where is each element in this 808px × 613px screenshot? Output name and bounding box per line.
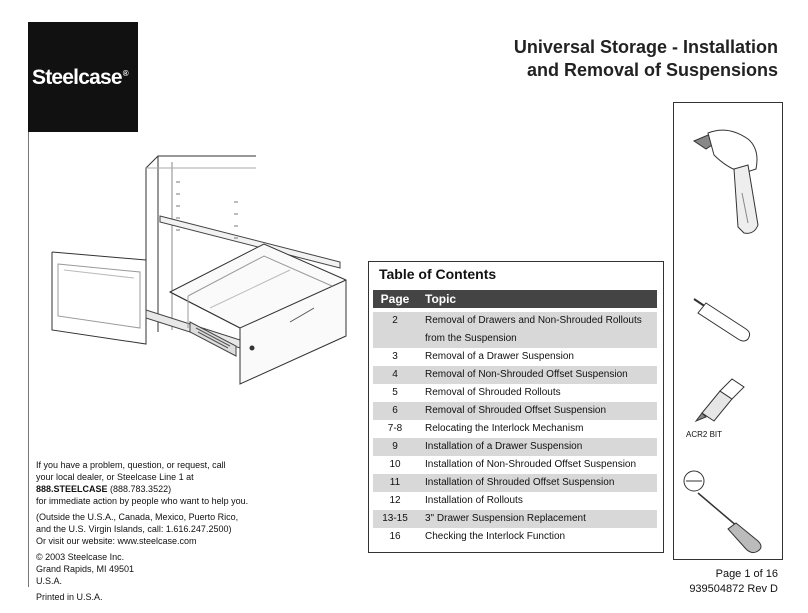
toc-topic: Removal of Shrouded Rollouts: [425, 387, 561, 398]
toc-topic: Installation of Non-Shrouded Offset Susp…: [425, 459, 637, 470]
toc-row: 13-15 3" Drawer Suspension Replacement: [373, 510, 657, 528]
toc-page: 6: [392, 405, 398, 416]
acr2-bit-icon: [694, 378, 745, 423]
toc-topic: Installation of Rollouts: [425, 495, 523, 506]
toc-topic: Removal of Non-Shrouded Offset Suspensio…: [425, 369, 628, 380]
contact-phone-line: 888.STEELCASE (888.783.3522): [36, 483, 276, 495]
phone-name: 888.STEELCASE: [36, 484, 108, 494]
toc-row: 2 Removal of Drawers and Non-Shrouded Rol…: [373, 312, 657, 348]
toc-page: 7-8: [387, 423, 403, 434]
toc-topic: Installation of a Drawer Suspension: [425, 441, 583, 452]
acr2-bit-label: ACR2 BIT: [686, 430, 723, 439]
required-tools-panel: ACR2 BIT: [673, 102, 783, 560]
toc-topic: 3" Drawer Suspension Replacement: [425, 513, 586, 524]
toc-row: 16 Checking the Interlock Function: [373, 528, 657, 546]
toc-page: 4: [392, 369, 398, 380]
page-number: Page 1 of 16: [715, 568, 778, 580]
toc-topic: Installation of Shrouded Offset Suspensi…: [425, 477, 615, 488]
screwdriver-icon: [683, 470, 762, 554]
power-drill-icon: [692, 129, 759, 234]
bit-holder-icon: [693, 298, 751, 342]
printed-in: Printed in U.S.A.: [36, 592, 103, 602]
toc-page: 12: [389, 495, 401, 506]
toc-header-topic: Topic: [425, 292, 457, 306]
title-line-2: and Removal of Suspensions: [526, 60, 778, 80]
toc-page: 11: [389, 477, 401, 488]
toc-row: 5 Removal of Shrouded Rollouts: [373, 384, 657, 402]
phone-number: (888.783.3522): [107, 484, 172, 494]
website-line: Or visit our website: www.steelcase.com: [36, 536, 197, 546]
contact-line: for immediate action by people who want …: [36, 496, 249, 506]
logo-text: Steelcase®: [32, 66, 129, 89]
toc-row: 10 Installation of Non-Shrouded Offset Su…: [373, 456, 657, 474]
toc-header-page: Page: [380, 292, 410, 306]
toc-row: 9 Installation of a Drawer Suspension: [373, 438, 657, 456]
toc-topic: Removal of Drawers and Non-Shrouded Roll…: [425, 315, 642, 344]
toc-row: 11 Installation of Shrouded Offset Suspen…: [373, 474, 657, 492]
contact-information: If you have a problem, question, or requ…: [36, 459, 276, 603]
toc-header-row: Page Topic: [373, 290, 657, 308]
toc-topic: Removal of a Drawer Suspension: [425, 351, 574, 362]
document-number: 939504872 Rev D: [689, 583, 778, 595]
toc-topic: Checking the Interlock Function: [425, 531, 566, 542]
toc-row: 7-8 Relocating the Interlock Mechanism: [373, 420, 657, 438]
contact-line: and the U.S. Virgin Islands, call: 1.616…: [36, 524, 232, 534]
toc-topic: Relocating the Interlock Mechanism: [425, 423, 584, 434]
toc-page: 9: [392, 441, 398, 452]
toc-page: 5: [392, 387, 398, 398]
page-footer: Page 1 of 16 939504872 Rev D: [689, 567, 778, 597]
toc-page: 10: [389, 459, 401, 470]
address-city: Grand Rapids, MI 49501: [36, 564, 135, 574]
toc-page: 3: [392, 351, 398, 362]
address-country: U.S.A.: [36, 576, 63, 586]
toc-row: 6 Removal of Shrouded Offset Suspension: [373, 402, 657, 420]
toc-page: 2: [392, 315, 398, 326]
left-margin-rule: [28, 132, 29, 587]
toc-topic: Removal of Shrouded Offset Suspension: [425, 405, 607, 416]
contact-line: your local dealer, or Steelcase Line 1 a…: [36, 472, 194, 482]
tools-illustrations: [683, 129, 762, 554]
toc-page: 16: [389, 531, 401, 542]
toc-body: 2 Removal of Drawers and Non-Shrouded Rol…: [373, 312, 657, 546]
toc-row: 3 Removal of a Drawer Suspension: [373, 348, 657, 366]
copyright: © 2003 Steelcase Inc.: [36, 552, 125, 562]
contact-line: If you have a problem, question, or requ…: [36, 460, 226, 470]
toc-page: 13-15: [382, 513, 408, 524]
toc-title: Table of Contents: [379, 266, 497, 282]
drawer-suspension-illustration: [51, 155, 347, 385]
document-title: Universal Storage - Installation and Rem…: [358, 36, 778, 82]
toc-row: 12 Installation of Rollouts: [373, 492, 657, 510]
steelcase-logo: Steelcase®: [28, 22, 138, 132]
contact-line: (Outside the U.S.A., Canada, Mexico, Pue…: [36, 512, 239, 522]
toc-row: 4 Removal of Non-Shrouded Offset Suspensi…: [373, 366, 657, 384]
title-line-1: Universal Storage - Installation: [513, 37, 778, 57]
